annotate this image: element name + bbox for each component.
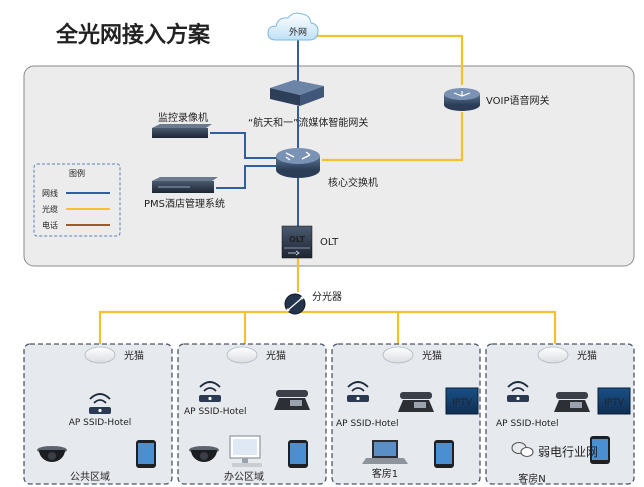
splitter-icon (284, 293, 306, 315)
core-switch-icon (276, 148, 320, 178)
dome-camera-icon (37, 446, 67, 462)
zone-roomN-modem-label: 光猫 (577, 349, 597, 362)
legend-label-lan: 网线 (42, 188, 58, 198)
telephone-icon (274, 390, 310, 410)
legend: 图例 网线 光缆 电话 (33, 163, 121, 237)
tablet-icon (288, 440, 308, 468)
telephone-icon (554, 392, 590, 412)
wechat-logo-icon (511, 441, 534, 458)
iptv-screen-icon (597, 387, 631, 415)
wifi-ap-icon (89, 393, 111, 414)
tablet-icon (434, 440, 454, 468)
modem-icon (382, 346, 414, 364)
internet-label: 外网 (289, 26, 307, 38)
zone-roomN-ap-label: AP SSID-Hotel (496, 419, 559, 429)
zone-room1-iptv-label: IPTV (452, 398, 473, 408)
zone-public-name: 公共区域 (70, 470, 110, 483)
telephone-icon (398, 392, 434, 412)
fiber-lines (98, 34, 557, 348)
zone-office-modem-label: 光猫 (266, 349, 286, 362)
voip-label: VOIP语音网关 (486, 94, 550, 107)
nvr-label: 监控录像机 (158, 111, 208, 124)
tablet-icon (590, 436, 610, 464)
gateway-icon (270, 80, 324, 106)
core-switch-label: 核心交换机 (328, 176, 378, 189)
zone-office-ap-label: AP SSID-Hotel (184, 407, 247, 417)
zone-office-name: 办公区域 (224, 470, 264, 483)
voip-router-icon (444, 88, 480, 111)
zone-room1-ap-label: AP SSID-Hotel (336, 419, 399, 429)
watermark-text: 弱电行业网 (538, 445, 598, 459)
pms-server-icon (152, 177, 218, 193)
olt-label: OLT (320, 237, 339, 248)
legend-title: 图例 (69, 168, 85, 178)
pms-label: PMS酒店管理系统 (144, 197, 225, 210)
zone-room1-name: 客房1 (372, 467, 398, 480)
legend-label-fiber: 光缆 (42, 204, 58, 214)
modem-icon (226, 346, 258, 364)
wifi-ap-icon (347, 381, 369, 402)
desktop-computer-icon (229, 435, 262, 467)
core-network-panel (23, 65, 635, 267)
modem-icon (84, 346, 116, 364)
wifi-ap-icon (199, 381, 221, 402)
dome-camera-icon (189, 446, 219, 462)
zone-public-modem-label: 光猫 (124, 349, 144, 362)
internet-cloud-icon (267, 12, 319, 41)
nvr-icon (152, 124, 212, 138)
zone-roomN-iptv-label: IPTV (604, 398, 625, 408)
modem-icon (537, 346, 569, 364)
zone-public-ap-label: AP SSID-Hotel (69, 418, 132, 428)
olt-icon-text: OLT (289, 235, 306, 244)
laptop-icon (362, 440, 408, 464)
tablet-icon (136, 440, 156, 468)
page-title: 全光网接入方案 (55, 22, 211, 48)
zone-room1-modem-label: 光猫 (422, 349, 442, 362)
olt-icon (281, 225, 313, 259)
splitter-label: 分光器 (312, 290, 342, 303)
zone-roomN-name: 客房N (518, 472, 545, 485)
iptv-screen-icon (445, 387, 479, 415)
wifi-ap-icon (507, 381, 529, 402)
gateway-label: “航天和一”流媒体智能网关 (248, 116, 368, 129)
legend-label-phone: 电话 (42, 220, 58, 230)
